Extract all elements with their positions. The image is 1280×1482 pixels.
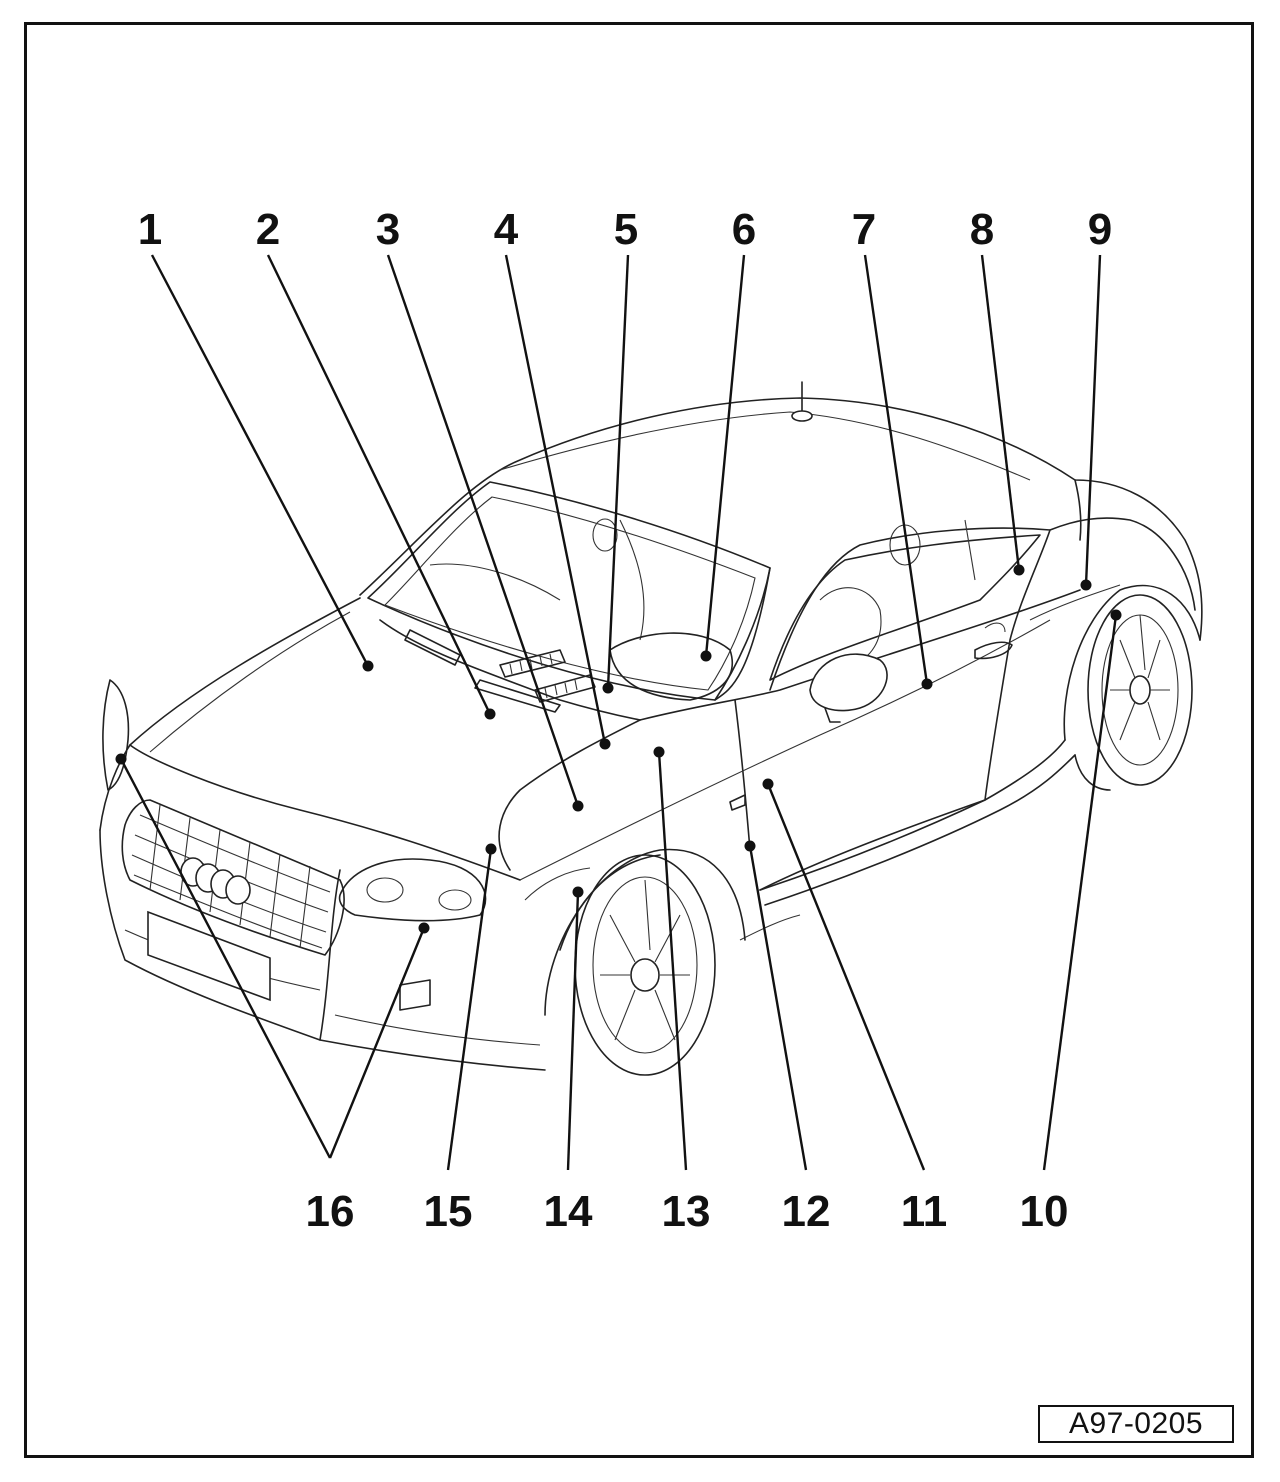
dot-16a xyxy=(115,753,127,765)
dot-8 xyxy=(1013,564,1025,576)
callout-11: 11 xyxy=(901,1187,948,1236)
leader-11 xyxy=(766,783,926,1171)
leader-2 xyxy=(266,254,492,715)
dot-12 xyxy=(744,840,756,852)
callout-13: 13 xyxy=(662,1187,711,1236)
dot-11 xyxy=(762,778,774,790)
leader-13 xyxy=(657,751,688,1171)
leader-8 xyxy=(980,254,1021,571)
rear-wheel xyxy=(1087,594,1193,786)
reference-code-box: A97-0205 xyxy=(1038,1405,1234,1443)
leader-9 xyxy=(1084,254,1102,586)
callout-6: 6 xyxy=(732,205,756,254)
dot-7 xyxy=(921,678,933,690)
dot-3 xyxy=(572,800,584,812)
dot-15 xyxy=(485,843,497,855)
car-illustration xyxy=(99,381,1203,1076)
callout-9: 9 xyxy=(1088,205,1112,254)
reference-code: A97-0205 xyxy=(1068,1407,1204,1440)
diagram-frame xyxy=(24,22,1254,1458)
callout-14: 14 xyxy=(544,1187,593,1236)
callout-15: 15 xyxy=(424,1187,473,1236)
audi-rings-logo xyxy=(180,857,251,905)
dot-2 xyxy=(484,708,496,720)
leader-16b xyxy=(328,927,426,1159)
callout-10: 10 xyxy=(1020,1187,1069,1236)
leader-5 xyxy=(606,254,630,689)
callout-5: 5 xyxy=(614,205,638,254)
callout-12: 12 xyxy=(782,1187,831,1236)
callout-numbers: 1 2 3 4 5 6 7 8 9 10 11 12 13 14 15 16 xyxy=(138,205,1112,1236)
dot-1 xyxy=(362,660,374,672)
leader-14 xyxy=(566,891,580,1171)
callout-8: 8 xyxy=(970,205,994,254)
callout-1: 1 xyxy=(138,205,162,254)
leader-3 xyxy=(386,254,580,807)
callout-3: 3 xyxy=(376,205,400,254)
leader-4 xyxy=(504,254,607,745)
callout-7: 7 xyxy=(852,205,876,254)
callout-4: 4 xyxy=(494,205,519,254)
leader-7 xyxy=(863,254,929,685)
dot-4 xyxy=(599,738,611,750)
dot-13 xyxy=(653,746,665,758)
callout-16: 16 xyxy=(306,1187,355,1236)
dot-6 xyxy=(700,650,712,662)
dot-14 xyxy=(572,886,584,898)
callout-2: 2 xyxy=(256,205,280,254)
leader-12 xyxy=(748,845,808,1171)
leader-15 xyxy=(446,848,493,1171)
dot-9 xyxy=(1080,579,1092,591)
leader-6 xyxy=(704,254,746,657)
leader-1 xyxy=(150,254,370,667)
dot-10 xyxy=(1110,609,1122,621)
leader-10 xyxy=(1042,614,1118,1171)
dot-5 xyxy=(602,682,614,694)
leader-lines xyxy=(115,254,1122,1171)
dot-16b xyxy=(418,922,430,934)
leader-16a xyxy=(119,758,332,1159)
